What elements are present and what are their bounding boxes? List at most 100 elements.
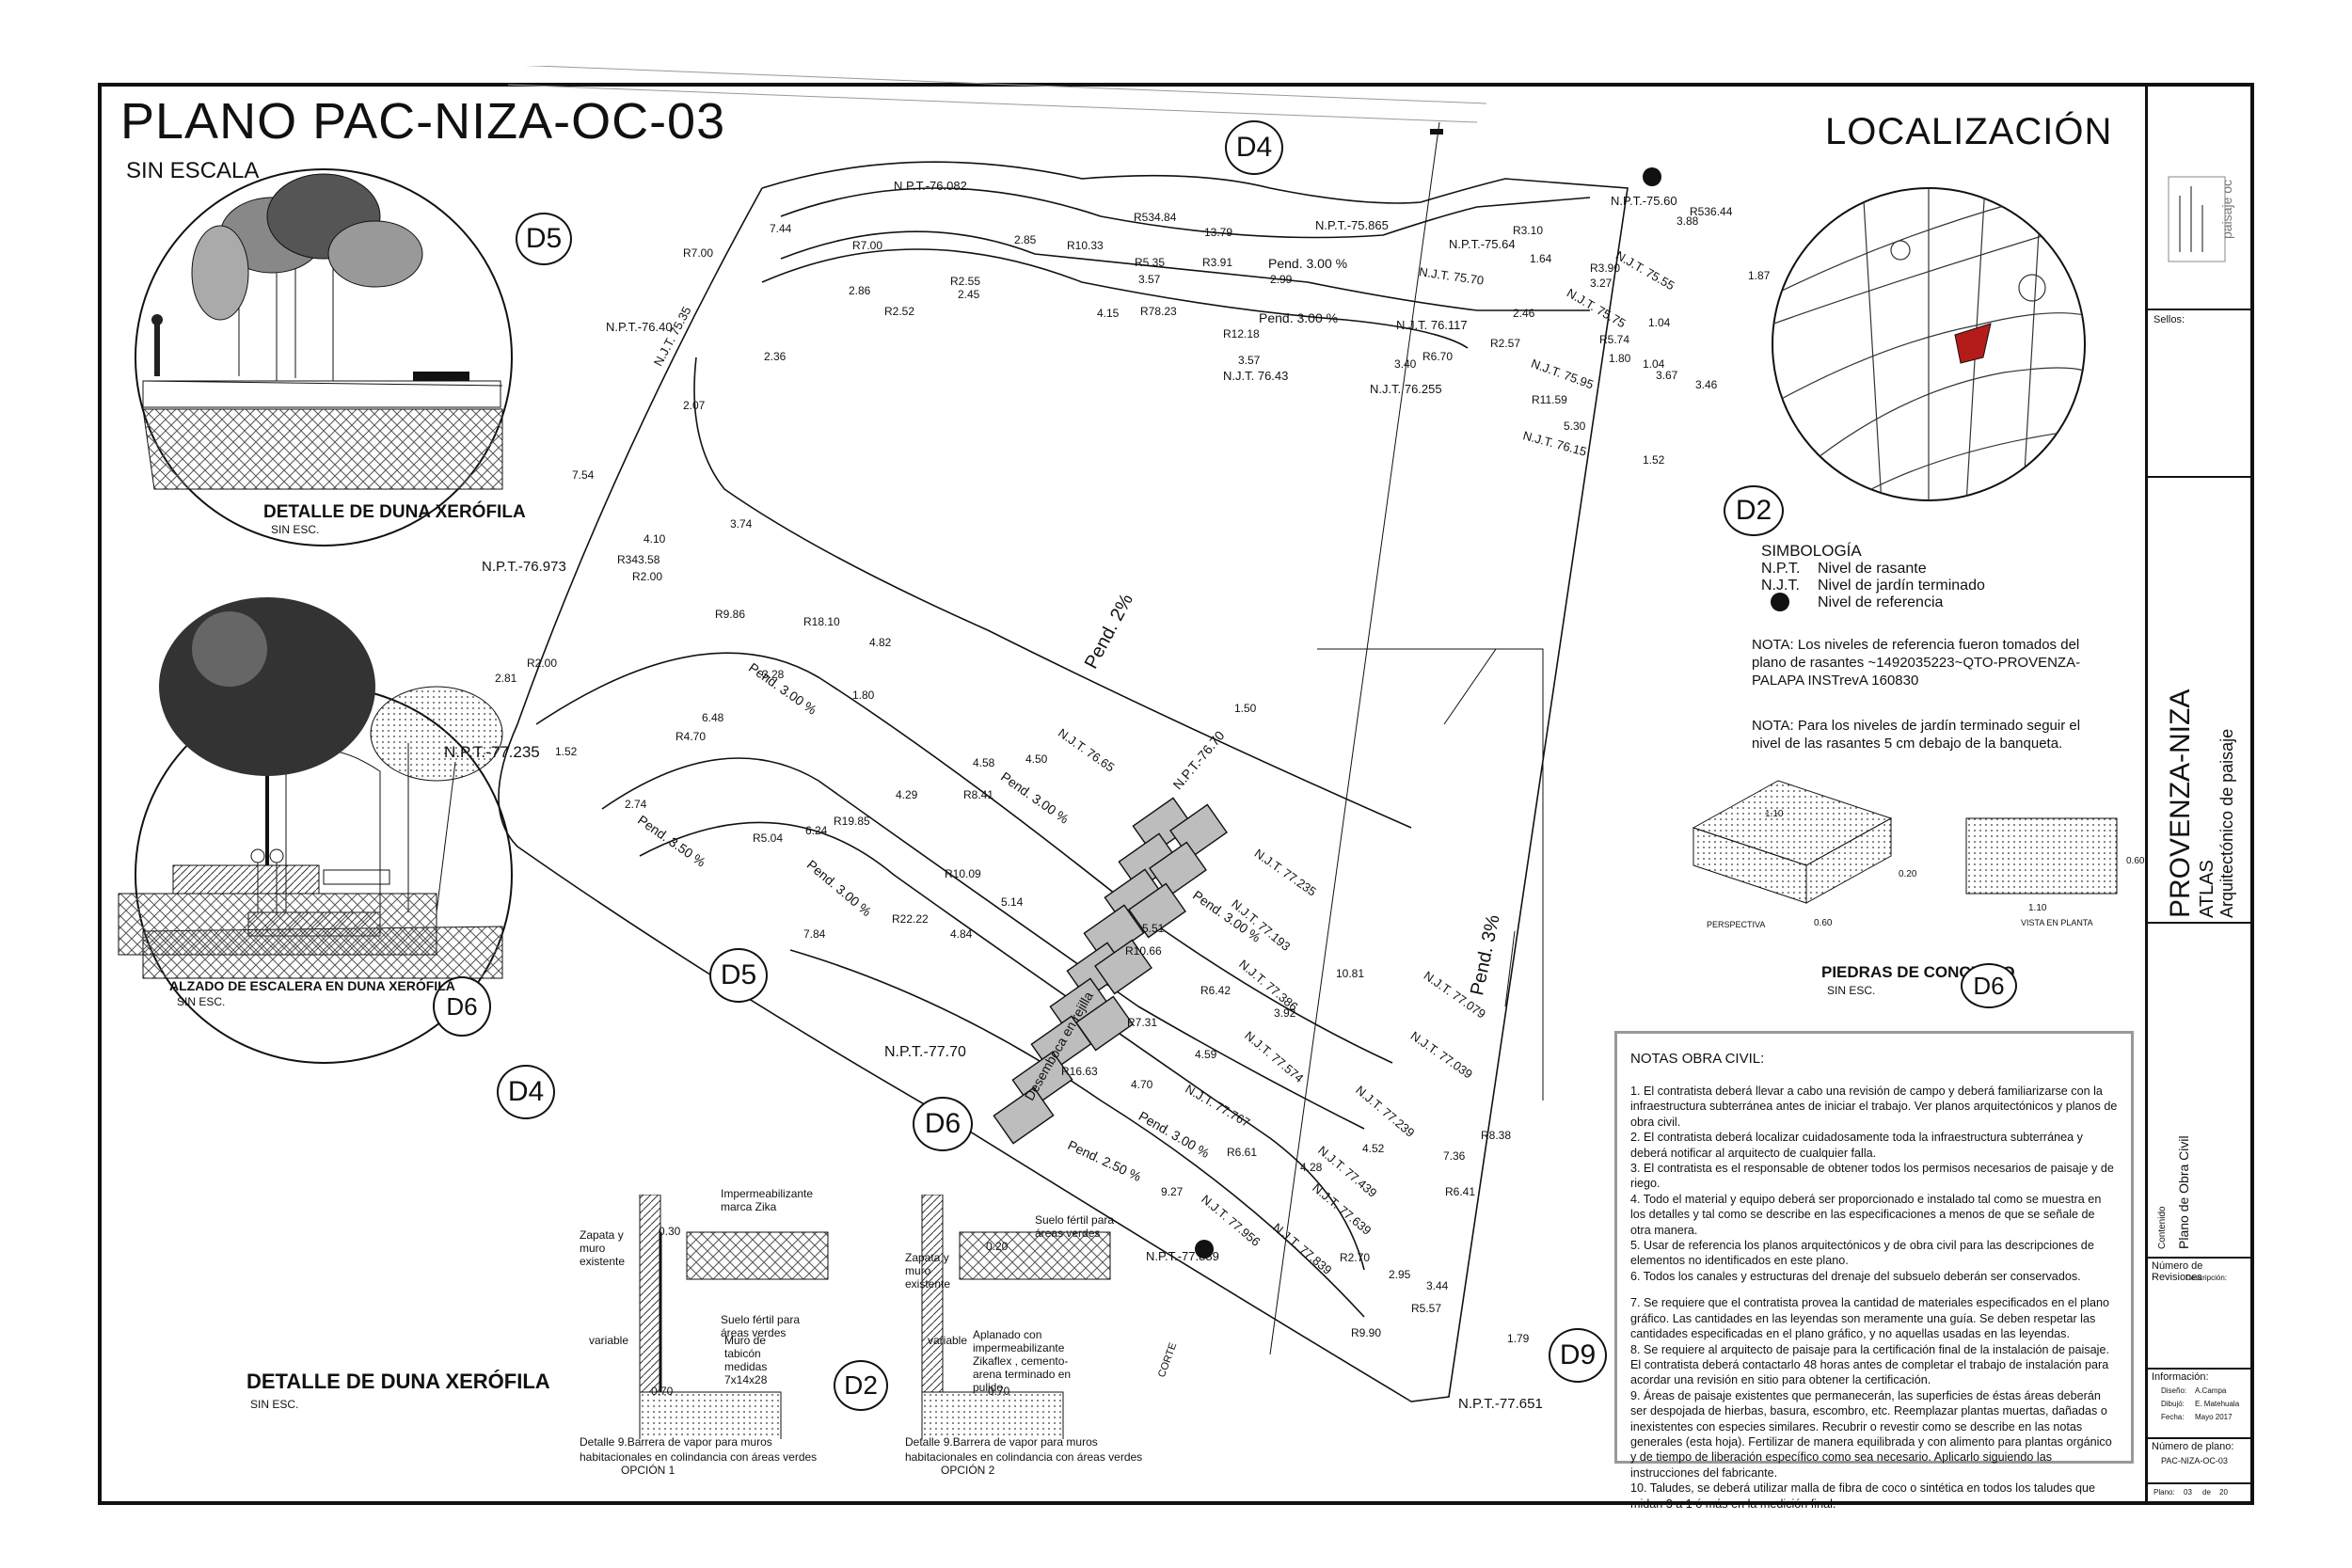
- dim-r990: R9.90: [1351, 1326, 1382, 1339]
- dim-374: 3.74: [730, 517, 753, 531]
- barrier2-caption-2: habitacionales en colindancia con áreas …: [905, 1450, 1143, 1464]
- notes-box: NOTAS OBRA CIVIL: 1. El contratista debe…: [1614, 1031, 2134, 1511]
- dim-r270: R2.70: [1340, 1251, 1371, 1264]
- dim-r536: R536.44: [1690, 205, 1733, 218]
- note-item: 5. Usar de referencia los planos arquite…: [1630, 1239, 2094, 1268]
- dim-482: 4.82: [869, 636, 892, 649]
- legend-njt-desc: Nivel de jardín terminado: [1818, 578, 1985, 594]
- dim-246: 2.46: [1513, 307, 1535, 320]
- barrier1-030: 0.30: [659, 1225, 681, 1238]
- dim-484: 4.84: [950, 927, 973, 941]
- dim-236: 2.36: [764, 350, 787, 363]
- dim-r257: R2.57: [1490, 337, 1521, 350]
- label-pend-top-1: Pend. 3.00 %: [1268, 256, 1348, 271]
- localization-title: LOCALIZACIÓN: [1825, 111, 2113, 152]
- label-npt-75865: N.P.T.-75.865: [1315, 218, 1389, 232]
- dim-410: 4.10: [644, 532, 666, 546]
- note-item: 6. Todos los canales y estructuras del d…: [1630, 1269, 2081, 1283]
- scale-note: SIN ESCALA: [126, 158, 260, 183]
- dim-1379: 13.79: [1204, 226, 1233, 239]
- piedras-dim-110-a: 1.10: [1765, 809, 1784, 819]
- tag-d4-plan: D4: [1225, 120, 1283, 175]
- dim-207: 2.07: [683, 399, 706, 412]
- barrier1-caption-opt: OPCIÓN 1: [621, 1464, 675, 1477]
- curve-top-1: [780, 187, 1591, 239]
- caption-duna-bottom-scale: SIN ESC.: [250, 1398, 299, 1411]
- dim-r310: R3.10: [1513, 224, 1544, 237]
- dim-r252: R2.52: [884, 305, 915, 318]
- plano-de: de: [2202, 1488, 2211, 1497]
- dim-179: 1.79: [1507, 1332, 1530, 1345]
- fecha-value: Mayo 2017: [2195, 1413, 2233, 1421]
- note-item: 10. Taludes, se deberá utilizar malla de…: [1630, 1481, 2096, 1511]
- tag-d5-plan: D5: [709, 948, 768, 1003]
- caption-duna-top: DETALLE DE DUNA XERÓFILA: [263, 502, 526, 522]
- dim-r470: R4.70: [675, 730, 707, 743]
- curve-lawn-top: [761, 248, 1469, 349]
- dim-388: 3.88: [1677, 214, 1699, 228]
- dim-r1009: R10.09: [945, 867, 981, 880]
- curve-path-4: [789, 949, 1365, 1318]
- dim-285: 2.85: [1014, 233, 1037, 246]
- dim-r1159: R11.59: [1532, 393, 1567, 406]
- dim-r1066: R10.66: [1125, 944, 1162, 958]
- property-boundary: [498, 161, 1629, 1402]
- dim-346: 3.46: [1695, 378, 1718, 391]
- project-name: PROVENZA-NIZA: [2165, 689, 2196, 918]
- curve-path-1: [535, 652, 1393, 1064]
- piedras-dim-060-a: 0.60: [1814, 918, 1833, 928]
- dim-r661: R6.61: [1227, 1146, 1258, 1159]
- dim-r391: R3.91: [1202, 256, 1233, 269]
- sheet-frame: [98, 83, 2254, 1505]
- curve-top-2: [780, 230, 1590, 311]
- dim-458: 4.58: [973, 756, 995, 769]
- piedras-dim-110-b: 1.10: [2028, 903, 2047, 913]
- tag-d6-plan: D6: [913, 1097, 973, 1151]
- brand-name: paisaje oc: [2219, 179, 2234, 239]
- label-npt-7640: N.P.T.-76.40: [606, 320, 673, 334]
- dim-648: 6.48: [702, 711, 724, 724]
- piedras-perspectiva: PERSPECTIVA: [1707, 920, 1766, 929]
- legend-ref-desc: Nivel de referencia: [1818, 594, 1944, 610]
- title-block: paisaje oc Sellos: PROVENZA-NIZA ATLAS A…: [2145, 83, 2254, 1505]
- site-marker: [1954, 323, 1992, 364]
- dim-r700-a: R7.00: [683, 246, 714, 260]
- dim-r535: R5.35: [1135, 256, 1166, 269]
- dim-164: 1.64: [1530, 252, 1552, 265]
- dim-392: 3.92: [1274, 1006, 1296, 1020]
- dim-r841: R8.41: [963, 788, 994, 801]
- caption-piedras-scale: SIN ESC.: [1827, 984, 1876, 997]
- dim-274: 2.74: [625, 798, 647, 811]
- dim-1081: 10.81: [1336, 967, 1365, 980]
- note-item: 4. Todo el material y equipo deberá ser …: [1630, 1192, 2102, 1237]
- barrier1-variable: variable: [589, 1334, 629, 1347]
- dim-367: 3.67: [1656, 369, 1678, 382]
- dim-452: 4.52: [1362, 1142, 1385, 1155]
- diseno-value: A.Campa: [2195, 1386, 2227, 1395]
- note-item: 7. Se requiere que el contratista provea…: [1630, 1296, 2109, 1341]
- barrier1-caption-2: habitacionales en colindancia con áreas …: [580, 1450, 818, 1464]
- page-title: PLANO PAC-NIZA-OC-03: [120, 93, 726, 150]
- label-npt-76082: N.P.T.-76.082: [894, 179, 967, 193]
- dim-736: 7.36: [1443, 1149, 1466, 1163]
- barrier2-suelo: Suelo fértil para áreas verdes: [1035, 1213, 1115, 1240]
- dim-r574: R5.74: [1599, 333, 1630, 346]
- dim-344: 3.44: [1426, 1279, 1449, 1292]
- barrier-details-svg: [639, 1195, 1111, 1439]
- duna-detail-top: [135, 168, 513, 546]
- dim-429: 4.29: [896, 788, 918, 801]
- dim-299: 2.99: [1270, 273, 1293, 286]
- dim-530: 5.30: [1564, 420, 1586, 433]
- legend-note-2: NOTA: Para los niveles de jardín termina…: [1752, 718, 2081, 752]
- dim-r343: R343.58: [617, 553, 660, 566]
- dim-r642: R6.42: [1200, 984, 1232, 997]
- sellos-label: Sellos:: [2153, 314, 2185, 325]
- dim-r1663: R16.63: [1061, 1065, 1098, 1078]
- label-njt-7643: N.J.T. 76.43: [1223, 369, 1289, 383]
- caption-stair: ALZADO DE ESCALERA EN DUNA XERÓFILA: [169, 978, 455, 993]
- fecha-label: Fecha:: [2161, 1413, 2185, 1421]
- dim-327: 3.27: [1590, 277, 1613, 290]
- diseno-label: Diseño:: [2161, 1386, 2187, 1395]
- left-details-svg: [118, 168, 513, 1064]
- barrier-option-2: [921, 1195, 1111, 1439]
